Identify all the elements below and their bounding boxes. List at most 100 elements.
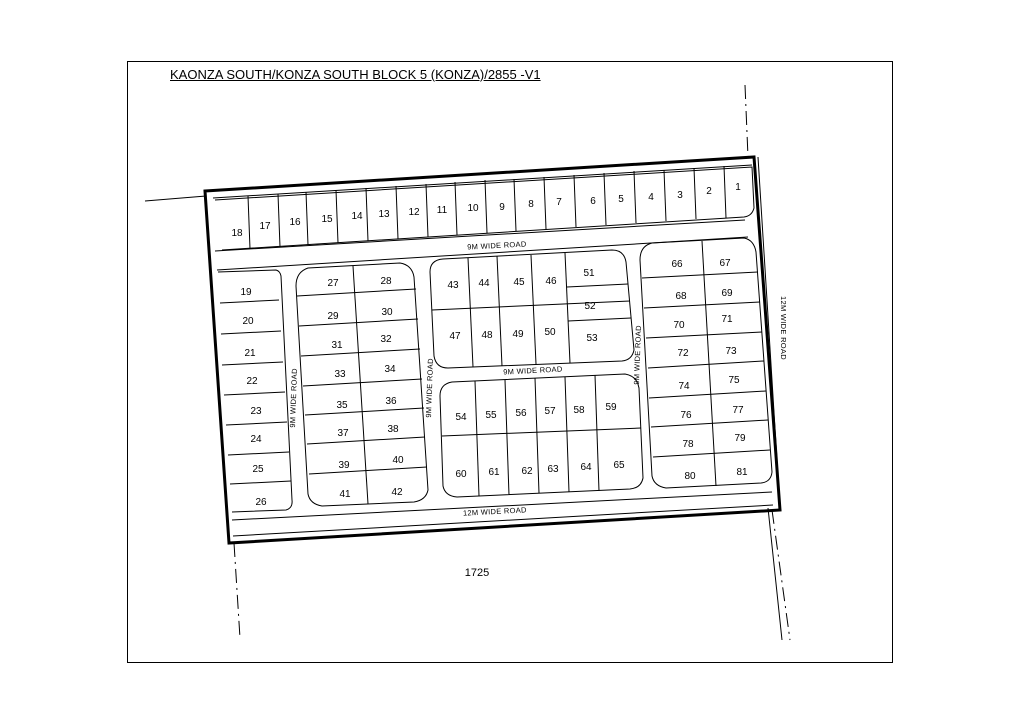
- road-label-middle: 9M WIDE ROAD: [503, 364, 563, 376]
- plot-number: 33: [334, 369, 346, 380]
- plot-number: 6: [590, 196, 596, 207]
- east-centerline-north: [744, 84, 749, 158]
- plot-number: 72: [677, 348, 689, 359]
- plot-number: 67: [719, 258, 731, 269]
- block-a-plots: [295, 262, 429, 507]
- plot-number: 52: [584, 301, 596, 312]
- plot-number: 81: [736, 467, 748, 478]
- plot-number: 29: [327, 311, 339, 322]
- block-boundary: [203, 155, 782, 545]
- plot-number: 31: [331, 340, 343, 351]
- plot-number: 47: [449, 331, 461, 342]
- plot-number: 66: [671, 259, 683, 270]
- east-centerline-south: [771, 509, 791, 641]
- plot-number: 23: [250, 406, 262, 417]
- map-title: KAONZA SOUTH/KONZA SOUTH BLOCK 5 (KONZA)…: [170, 67, 541, 82]
- plot-number: 61: [488, 467, 500, 478]
- plot-number: 55: [485, 410, 497, 421]
- plot-number: 50: [544, 327, 556, 338]
- plot-number: 11: [437, 205, 448, 216]
- plot-number: 38: [387, 424, 399, 435]
- drawing-frame: [127, 61, 893, 663]
- plot-number: 80: [684, 471, 696, 482]
- block-c-plots: [439, 373, 644, 498]
- road-labels: 9M WIDE ROAD 9M WIDE ROAD 12M WIDE ROAD …: [288, 239, 788, 517]
- plot-number: 13: [378, 209, 390, 220]
- plot-number: 70: [673, 320, 685, 331]
- road-label-center-vertical: 9M WIDE ROAD: [424, 358, 435, 418]
- plot-number: 64: [580, 462, 592, 473]
- road-label-left-vertical: 9M WIDE ROAD: [288, 368, 299, 428]
- plot-number: 76: [680, 410, 692, 421]
- plot-number: 51: [583, 268, 595, 279]
- plot-number: 65: [613, 460, 625, 471]
- plot-number: 42: [391, 487, 403, 498]
- east-road-edge-south: [767, 507, 783, 641]
- plot-number: 46: [545, 276, 557, 287]
- plot-number: 71: [721, 314, 733, 325]
- plot-number: 22: [246, 376, 258, 387]
- plot-number: 25: [252, 464, 264, 475]
- plot-number: 53: [586, 333, 598, 344]
- road-label-east: 12M WIDE ROAD: [779, 296, 788, 360]
- plot-number: 10: [467, 203, 479, 214]
- plot-number: 63: [547, 464, 559, 475]
- plot-number: 9: [499, 202, 505, 213]
- plot-number: 1: [735, 182, 741, 193]
- left-column-plots: [217, 269, 293, 513]
- plot-number: 54: [455, 412, 467, 423]
- plot-number: 19: [240, 287, 252, 298]
- west-boundary-line: [144, 195, 207, 202]
- plot-number: 68: [675, 291, 687, 302]
- block-d-plots: [639, 237, 773, 489]
- plot-number: 44: [478, 278, 490, 289]
- plot-number: 48: [481, 330, 493, 341]
- plot-number: 77: [732, 405, 744, 416]
- plot-number: 32: [380, 334, 392, 345]
- plot-number: 43: [447, 280, 459, 291]
- plot-number: 21: [244, 348, 256, 359]
- road-label-top: 9M WIDE ROAD: [467, 239, 527, 251]
- plot-number: 45: [513, 277, 525, 288]
- block-b-plots: [429, 249, 635, 369]
- plot-number: 20: [242, 316, 254, 327]
- plot-number: 2: [706, 186, 712, 197]
- plot-number: 12: [408, 207, 420, 218]
- plot-number: 60: [455, 469, 467, 480]
- plot-number: 18: [231, 228, 243, 239]
- plot-number: 73: [725, 346, 737, 357]
- plot-number: 4: [648, 192, 654, 203]
- plot-number: 15: [321, 214, 333, 225]
- plot-number: 75: [728, 375, 740, 386]
- top-row-plots: [214, 165, 755, 251]
- plot-number: 14: [351, 211, 363, 222]
- plot-number: 56: [515, 408, 527, 419]
- plot-number: 17: [259, 221, 271, 232]
- plot-number: 34: [384, 364, 396, 375]
- west-centerline-south: [233, 542, 241, 639]
- plot-number: 49: [512, 329, 524, 340]
- plot-number: 78: [682, 439, 694, 450]
- plot-number: 24: [250, 434, 262, 445]
- plot-number: 74: [678, 381, 690, 392]
- plot-number: 26: [255, 497, 267, 508]
- plot-number: 7: [556, 197, 562, 208]
- road-label-right-vertical: 9M WIDE ROAD: [632, 325, 643, 385]
- plot-number: 40: [392, 455, 404, 466]
- plot-number: 57: [544, 406, 556, 417]
- plot-number: 79: [734, 433, 746, 444]
- plot-number: 8: [528, 199, 534, 210]
- plot-number: 35: [336, 400, 348, 411]
- plot-number: 41: [339, 489, 351, 500]
- plot-number: 69: [721, 288, 733, 299]
- plot-number: 58: [573, 405, 585, 416]
- plot-number: 28: [380, 276, 392, 287]
- plot-number: 36: [385, 396, 397, 407]
- plot-number: 62: [521, 466, 533, 477]
- plot-number: 39: [338, 460, 350, 471]
- road-label-bottom: 12M WIDE ROAD: [463, 505, 528, 517]
- plot-number: 5: [618, 194, 624, 205]
- plot-number: 3: [677, 190, 683, 201]
- plot-number: 59: [605, 402, 617, 413]
